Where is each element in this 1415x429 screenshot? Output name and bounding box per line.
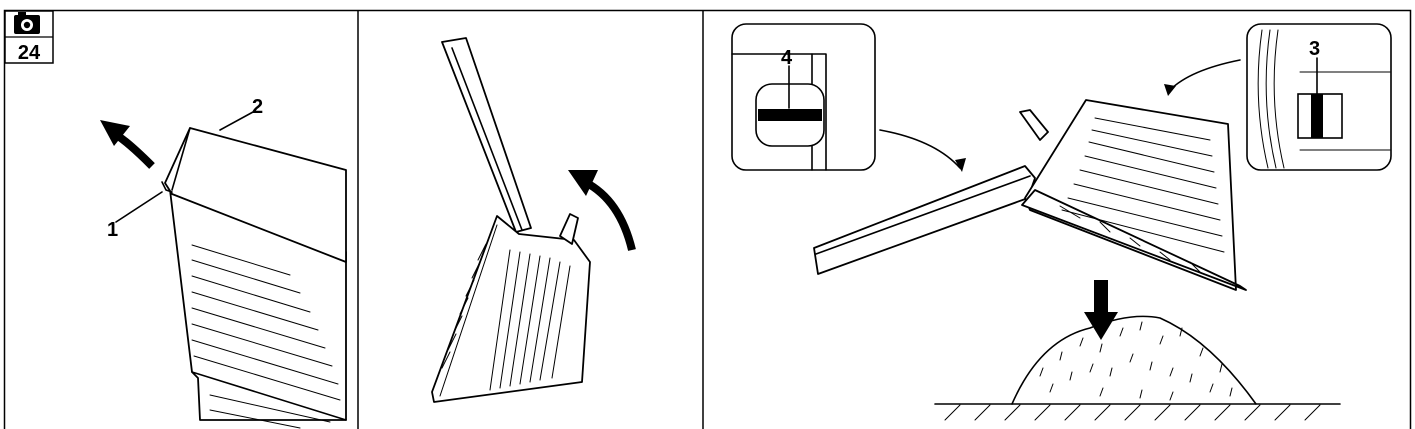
panel-3-empty-collector: 4 3	[731, 23, 1392, 421]
side-grille	[439, 224, 571, 397]
panel-1-open-cover: 1 2	[100, 96, 347, 429]
figure-frame	[3, 9, 1412, 429]
cover-latch	[161, 181, 173, 193]
label-2: 2	[252, 96, 263, 118]
raised-cover	[441, 37, 532, 233]
material-pile	[1011, 315, 1257, 405]
ground-line	[934, 403, 1341, 421]
label-4: 4	[781, 47, 793, 69]
camera-icon	[14, 12, 40, 34]
detail-inset-3: 3	[1246, 23, 1392, 171]
grille-lines	[191, 244, 341, 429]
figure-badge: 24	[4, 10, 54, 64]
label-3: 3	[1309, 38, 1320, 60]
figure-number: 24	[18, 42, 41, 64]
callout-arrow-3	[1169, 59, 1241, 91]
down-arrow	[1084, 280, 1118, 340]
label-1: 1	[107, 219, 118, 241]
detail-inset-4: 4	[731, 23, 876, 171]
panel-2-lift-collector	[431, 37, 636, 403]
open-cover-lid	[813, 165, 1036, 275]
collector-hatching	[1059, 117, 1225, 273]
callout-arrow-4	[879, 129, 961, 169]
curved-arrow-lift	[568, 170, 636, 251]
curved-arrow-open	[100, 120, 155, 169]
